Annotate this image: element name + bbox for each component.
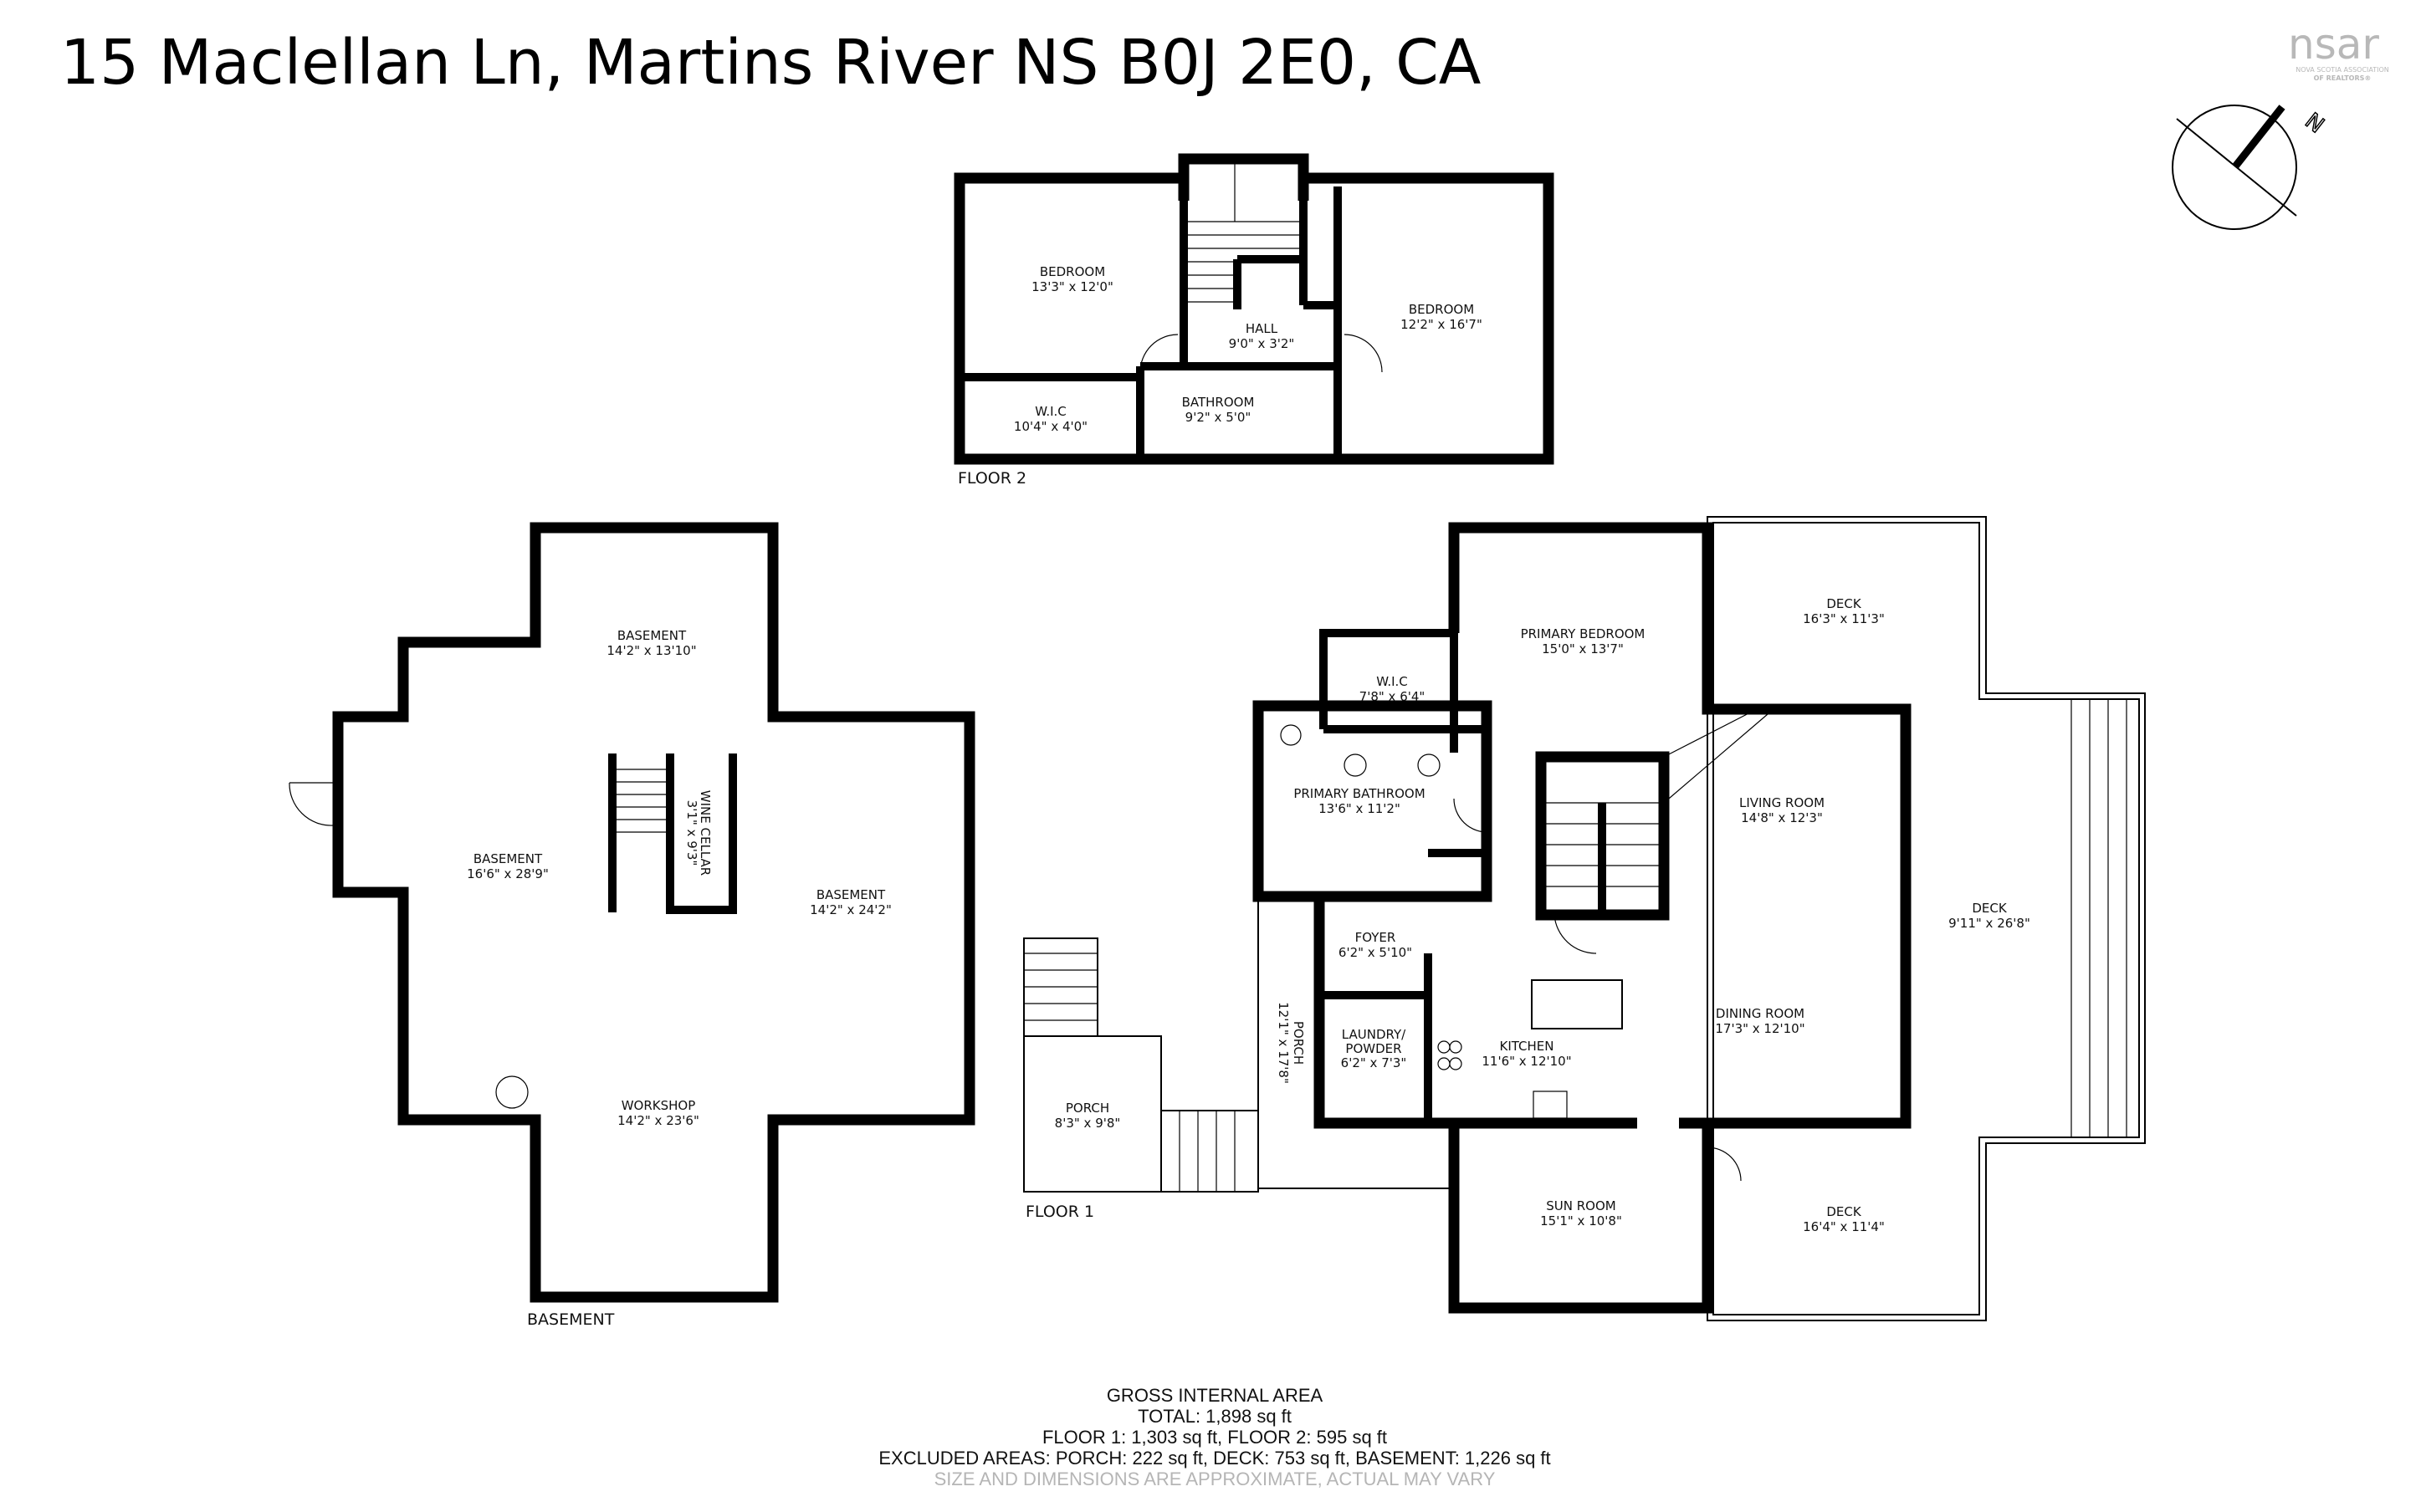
room-dims: 12'2" x 16'7" (1400, 317, 1482, 332)
logo-line2: OF REALTORS® (2314, 74, 2372, 82)
area-summary: GROSS INTERNAL AREA TOTAL: 1,898 sq ft F… (878, 1385, 1550, 1489)
room-name: DECK (1826, 596, 1862, 611)
room-dims: 6'2" x 5'10" (1338, 945, 1412, 960)
room-name: BEDROOM (1040, 264, 1105, 279)
room-dims: 3'1" x 9'3" (684, 800, 699, 866)
room-dims: 17'3" x 12'10" (1715, 1021, 1804, 1036)
room-name: DECK (1972, 901, 2008, 916)
room-dims: 12'1" x 17'8" (1276, 1002, 1291, 1084)
basement-plan: BASEMENT 14'2" x 13'10" BASEMENT 16'6" x… (289, 522, 975, 1329)
area-floors: FLOOR 1: 1,303 sq ft, FLOOR 2: 595 sq ft (1042, 1427, 1387, 1448)
room-dims: 7'8" x 6'4" (1359, 689, 1425, 704)
room-name: HALL (1246, 321, 1278, 336)
room-dims: 16'3" x 11'3" (1803, 611, 1885, 626)
logo-line1: NOVA SCOTIA ASSOCIATION (2296, 66, 2389, 74)
room-dims: 15'1" x 10'8" (1540, 1213, 1622, 1228)
room-dims: 16'6" x 28'9" (467, 866, 549, 881)
area-disclaimer: SIZE AND DIMENSIONS ARE APPROXIMATE, ACT… (934, 1469, 1496, 1489)
room-name-line2: POWDER (1345, 1041, 1401, 1056)
room-dims: 8'3" x 9'8" (1055, 1116, 1121, 1131)
room-name: FOYER (1355, 930, 1396, 945)
room-dims: 9'0" x 3'2" (1229, 336, 1295, 351)
room-name: BEDROOM (1409, 302, 1474, 317)
room-dims: 9'2" x 5'0" (1185, 410, 1251, 425)
area-excluded: EXCLUDED AREAS: PORCH: 222 sq ft, DECK: … (878, 1448, 1550, 1469)
floor-2-plan: BEDROOM 13'3" x 12'0" HALL 9'0" x 3'2" B… (954, 153, 1554, 488)
room-name: PRIMARY BEDROOM (1521, 626, 1646, 641)
room-dims: 13'6" x 11'2" (1318, 801, 1400, 816)
nsar-logo: nsar NOVA SCOTIA ASSOCIATION OF REALTORS… (2288, 20, 2389, 82)
room-name: PRIMARY BATHROOM (1293, 786, 1425, 801)
room-name: LAUNDRY/ (1342, 1027, 1406, 1042)
room-name: LIVING ROOM (1739, 795, 1825, 810)
room-dims: 15'0" x 13'7" (1542, 641, 1624, 656)
room-name: BASEMENT (473, 851, 543, 866)
room-dims: 14'2" x 24'2" (810, 902, 892, 917)
room-dims: 13'3" x 12'0" (1031, 279, 1113, 294)
room-name: PORCH (1291, 1021, 1306, 1065)
room-name: BASEMENT (816, 887, 886, 902)
room-name: BASEMENT (617, 628, 687, 643)
room-name: WINE CELLAR (698, 790, 713, 876)
room-name: PORCH (1066, 1101, 1109, 1116)
room-name: BATHROOM (1182, 395, 1255, 410)
room-dims: 14'8" x 12'3" (1741, 810, 1823, 825)
basement-label: BASEMENT (527, 1310, 615, 1329)
logo-wordmark: nsar (2288, 20, 2379, 69)
area-heading: GROSS INTERNAL AREA (1107, 1385, 1323, 1406)
compass-north-label: N (2301, 109, 2329, 139)
room-dims: 16'4" x 11'4" (1803, 1219, 1885, 1234)
room-dims: 6'2" x 7'3" (1341, 1055, 1407, 1070)
compass-icon: N (2172, 105, 2329, 230)
room-dims: 14'2" x 13'10" (607, 643, 696, 658)
room-name: WORKSHOP (622, 1098, 696, 1113)
page-title: 15 Maclellan Ln, Martins River NS B0J 2E… (60, 27, 1482, 99)
room-dims: 11'6" x 12'10" (1482, 1054, 1571, 1069)
room-name: W.I.C (1035, 404, 1067, 419)
room-name: DINING ROOM (1716, 1006, 1804, 1021)
room-dims: 14'2" x 23'6" (617, 1113, 699, 1128)
room-dims: 9'11" x 26'8" (1948, 916, 2030, 931)
area-total: TOTAL: 1,898 sq ft (1138, 1406, 1292, 1427)
room-name: W.I.C (1376, 674, 1408, 689)
room-dims: 10'4" x 4'0" (1014, 419, 1088, 434)
room-name: DECK (1826, 1204, 1862, 1219)
room-name: SUN ROOM (1546, 1198, 1615, 1213)
floor-1-plan: PRIMARY BEDROOM 15'0" x 13'7" W.I.C 7'8"… (1023, 516, 2146, 1321)
floor-1-label: FLOOR 1 (1026, 1203, 1094, 1221)
room-name: KITCHEN (1500, 1039, 1554, 1054)
floor-2-label: FLOOR 2 (958, 469, 1026, 488)
